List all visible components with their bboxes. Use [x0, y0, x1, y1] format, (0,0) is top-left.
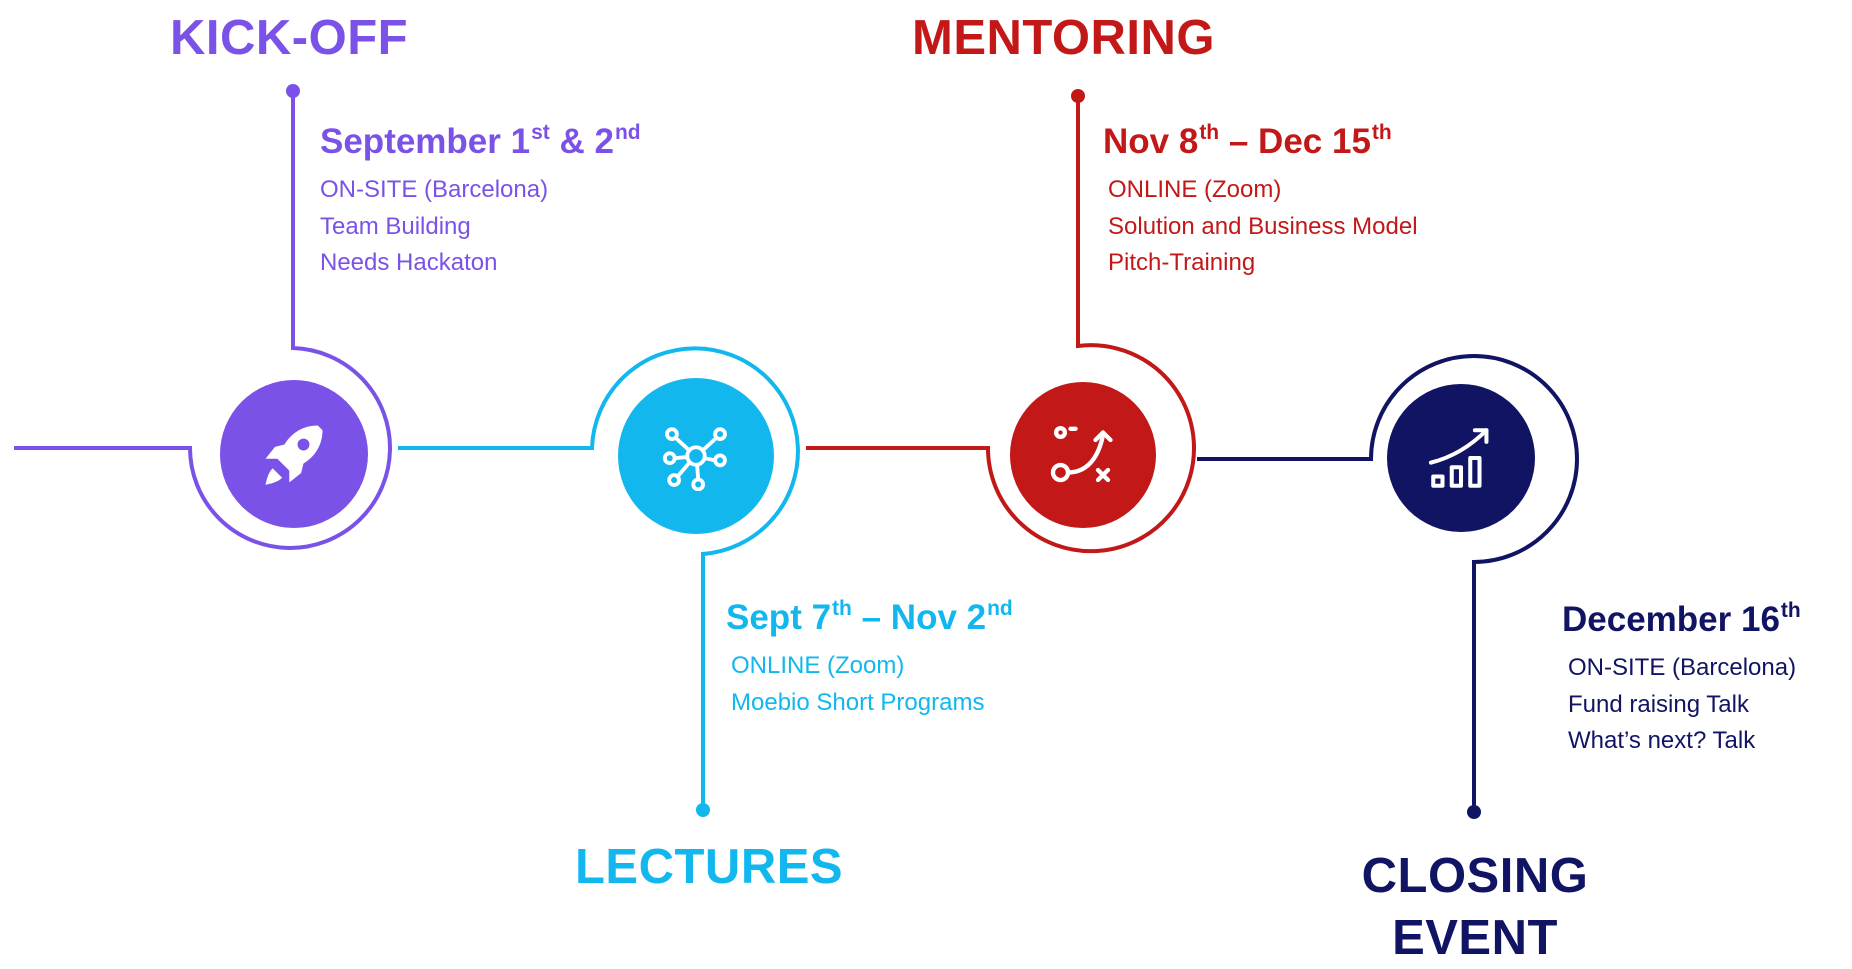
date-text: – Dec 15	[1219, 122, 1371, 161]
detail-line: Solution and Business Model	[1108, 212, 1418, 240]
closing-date: December 16th	[1562, 599, 1801, 639]
lectures-title: LECTURES	[575, 840, 844, 894]
lectures-details: ONLINE (Zoom) Moebio Short Programs	[731, 648, 984, 721]
detail-line: Pitch-Training	[1108, 249, 1256, 276]
mentoring-connector	[806, 96, 1196, 554]
lectures-date: Sept 7th – Nov 2nd	[726, 597, 1013, 637]
detail-line: Needs Hackaton	[320, 249, 498, 276]
kickoff-date: September 1st & 2nd	[320, 121, 641, 161]
lectures-end-dot	[696, 803, 710, 817]
date-suffix: st	[531, 121, 550, 144]
detail-line: ON-SITE (Barcelona)	[320, 176, 549, 203]
closing-title-line-2: EVENT	[1392, 911, 1558, 965]
detail-line: ON-SITE (Barcelona)	[1568, 654, 1797, 681]
kickoff-icon-circle	[220, 380, 368, 528]
mentoring-details: ONLINE (Zoom) Solution and Business Model…	[1108, 172, 1418, 282]
detail-line: Team Building	[320, 212, 471, 240]
date-suffix: th	[1780, 599, 1801, 622]
date-suffix: nd	[614, 121, 641, 144]
growth-chart-icon	[1428, 428, 1489, 488]
rocket-icon	[265, 425, 323, 485]
mentoring-end-dot	[1071, 89, 1085, 103]
date-suffix: nd	[987, 597, 1013, 620]
timeline-connectors	[14, 84, 1579, 819]
mentoring-title: MENTORING	[912, 11, 1216, 65]
date-text: Nov 8	[1103, 122, 1199, 161]
mentoring-icon-circle	[1010, 382, 1156, 528]
network-hub-icon	[662, 427, 727, 491]
kickoff-end-dot	[286, 84, 300, 98]
closing-icon-circle	[1387, 384, 1535, 532]
closing-end-dot	[1467, 805, 1481, 819]
date-suffix: th	[1199, 121, 1220, 144]
closing-title: CLOSING EVENT	[1356, 845, 1594, 969]
date-text: – Nov 2	[851, 598, 987, 637]
detail-line: ONLINE (Zoom)	[1108, 176, 1282, 203]
date-text: September 1	[320, 122, 531, 161]
closing-connector	[1197, 354, 1579, 812]
kickoff-connector	[14, 91, 392, 550]
kickoff-title: KICK-OFF	[170, 11, 409, 65]
lectures-icon-circle	[618, 378, 774, 534]
date-suffix: th	[832, 597, 852, 620]
detail-line: ONLINE (Zoom)	[731, 652, 905, 679]
date-text: & 2	[549, 122, 614, 161]
closing-title-line-1: CLOSING	[1361, 849, 1589, 903]
detail-line: Fund raising Talk	[1568, 690, 1749, 718]
strategy-play-icon	[1050, 425, 1113, 483]
detail-line: Moebio Short Programs	[731, 688, 985, 716]
date-text: December 16	[1562, 600, 1780, 639]
date-text: Sept 7	[726, 598, 832, 637]
lectures-connector	[398, 346, 800, 810]
date-suffix: th	[1371, 121, 1392, 144]
mentoring-date: Nov 8th – Dec 15th	[1103, 121, 1392, 161]
detail-line: What’s next? Talk	[1568, 727, 1756, 754]
